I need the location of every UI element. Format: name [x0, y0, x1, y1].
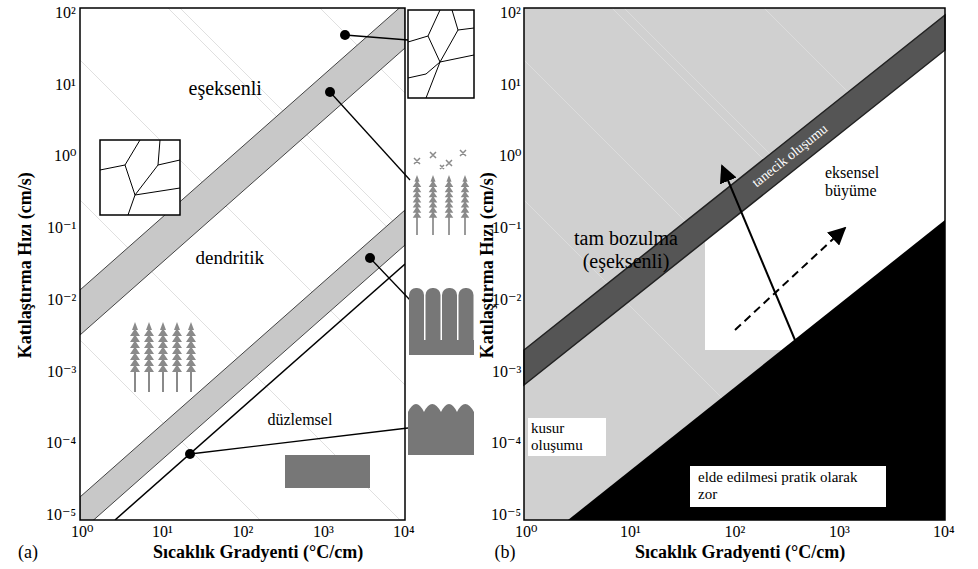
- nucleation-band: [524, 15, 945, 385]
- tick-label: 10⁻²: [492, 291, 521, 309]
- tick-label: 10⁻⁴: [491, 434, 521, 452]
- tick-label: 10²: [55, 4, 76, 22]
- tick-label: 10¹: [152, 523, 173, 541]
- tick-label: 10⁻³: [492, 363, 521, 381]
- marker-dots: [185, 30, 375, 459]
- cellular-front: [408, 404, 474, 455]
- band-label: tanecik oluşumu: [749, 121, 831, 191]
- axis-label: Sıcaklık Gradyenti (°C/cm): [153, 542, 363, 563]
- tick-label: 10²: [233, 523, 254, 541]
- tick-label: 10⁻⁵: [46, 506, 76, 524]
- solid-arrow: [722, 166, 800, 352]
- tick-label: 10⁻²: [47, 291, 76, 309]
- note-text: elde edilmesi pratik olarak zor: [698, 469, 878, 504]
- region-label: dendritik: [196, 247, 265, 269]
- region-label: eksensel büyüme: [825, 164, 915, 201]
- tick-label: 10⁴: [933, 523, 955, 541]
- planar-front: [285, 455, 370, 488]
- tick-label: 10⁻⁴: [46, 434, 76, 452]
- tick-label: 10³: [829, 523, 850, 541]
- tick-label: 10⁻⁵: [491, 506, 521, 524]
- tick-label: 10²: [725, 523, 746, 541]
- region-label: kusur oluşumu: [528, 418, 606, 457]
- axis-label: Katılaştırma Hızı (cm/s): [477, 172, 498, 358]
- cellular-dendrites: [409, 288, 474, 355]
- tick-label: 10⁻¹: [47, 219, 76, 237]
- panel-label: (a): [18, 542, 38, 563]
- columnar-dendrites: [130, 322, 196, 392]
- region-label: tam bozulma (eşeksenli): [551, 227, 701, 273]
- region-label: düzlemsel: [268, 411, 333, 429]
- regime-bands: [80, 8, 405, 520]
- region-label: eşeksenli: [189, 77, 262, 100]
- plot-frame: [80, 8, 405, 520]
- tick-label: 10²: [500, 4, 521, 22]
- panel-label: (b): [495, 542, 516, 563]
- tick-label: 10¹: [500, 76, 521, 94]
- axis-label: Sıcaklık Gradyenti (°C/cm): [635, 542, 845, 563]
- tick-label: 10⁰: [54, 147, 76, 165]
- dendrites-with-crystals: [413, 150, 470, 235]
- iso-lines: [80, 8, 405, 520]
- tick-label: 10⁰: [499, 147, 521, 165]
- tick-label: 10⁻³: [47, 363, 76, 381]
- axis-label: Katılaştırma Hızı (cm/s): [15, 172, 36, 358]
- tick-label: 10¹: [55, 76, 76, 94]
- plot-area: [524, 8, 945, 520]
- tick-label: 10³: [313, 523, 334, 541]
- note-box: elde edilmesi pratik olarak zor: [690, 466, 886, 507]
- plot-frame: [524, 8, 945, 520]
- tick-label: 10¹: [620, 523, 641, 541]
- dashed-arrow: [735, 228, 845, 330]
- tick-label: 10⁰: [515, 523, 537, 541]
- tick-label: 10⁴: [393, 523, 415, 541]
- tick-label: 10⁰: [71, 523, 93, 541]
- iso-lines: [524, 8, 945, 520]
- tick-label: 10⁻¹: [492, 219, 521, 237]
